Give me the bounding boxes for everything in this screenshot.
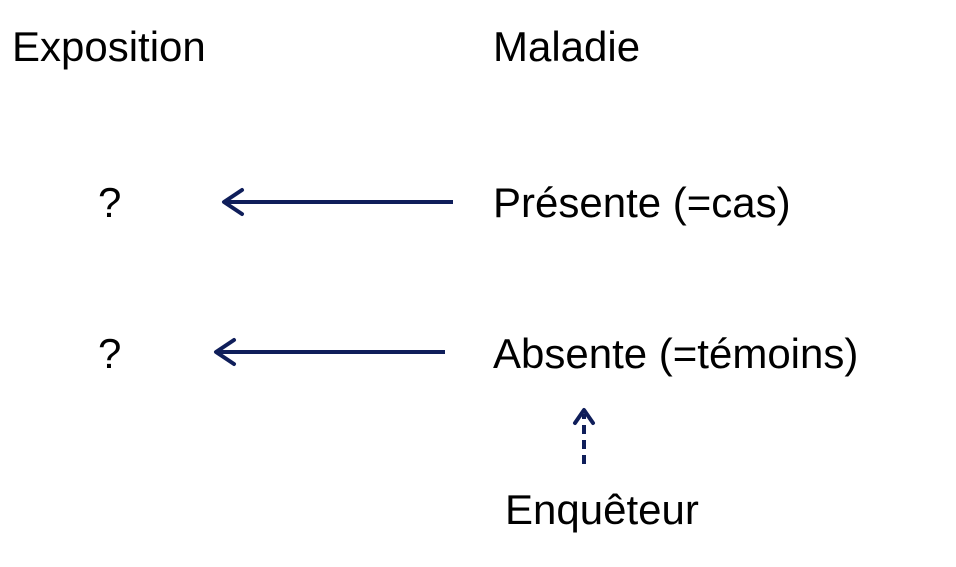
exposition-header: Exposition — [12, 23, 206, 70]
disease-absent-label: Absente (=témoins) — [493, 330, 859, 377]
maladie-header: Maladie — [493, 23, 641, 70]
exposure-unknown-cases: ? — [98, 179, 122, 226]
disease-present-label: Présente (=cas) — [493, 179, 791, 226]
arrow-controls-head — [214, 338, 236, 366]
arrow-cases-to-exposure — [222, 188, 453, 216]
arrow-controls-to-exposure — [214, 338, 445, 366]
arrow-cases-head — [222, 188, 244, 216]
arrow-investigator-dashed — [573, 408, 595, 464]
exposure-unknown-controls: ? — [98, 330, 122, 377]
arrow-investigator-head — [573, 408, 595, 425]
investigator-label: Enquêteur — [505, 486, 699, 533]
